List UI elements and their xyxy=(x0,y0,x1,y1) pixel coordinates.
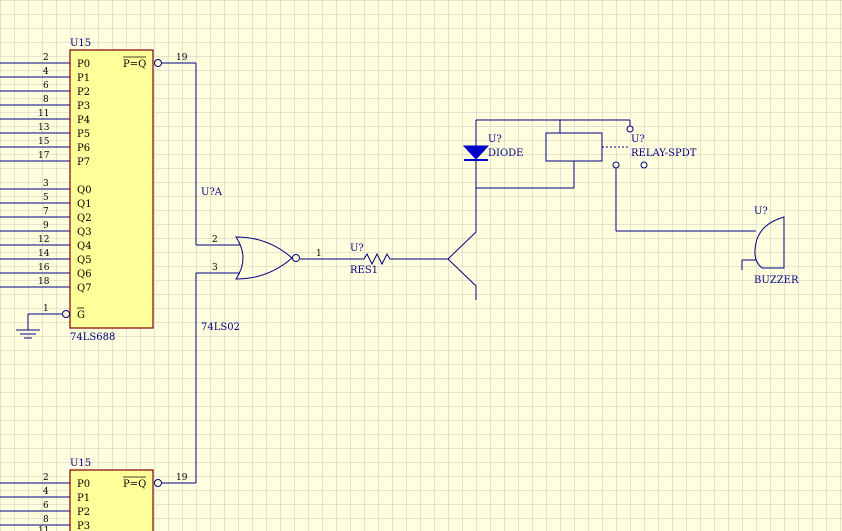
relay-part: RELAY-SPDT xyxy=(631,148,697,159)
comparator-top-ref: U15 xyxy=(70,38,91,49)
pin-name-q3: Q3 xyxy=(77,227,92,238)
resistor-ref: U? xyxy=(350,243,364,254)
nor-gate-74ls02[interactable]: U?A 74LS02 2 3 1 xyxy=(196,187,350,333)
comparator-bottom-output-pin: P=Q 19 xyxy=(123,473,188,490)
g-inversion-bubble xyxy=(62,310,70,318)
pin-num-p7: 17 xyxy=(38,151,50,161)
pin-num-q5: 14 xyxy=(38,249,50,259)
bottom-p-eq-q-inversion-bubble xyxy=(154,479,162,487)
pin-num-q6: 16 xyxy=(38,263,50,273)
bottom-pin-num-19: 19 xyxy=(176,473,188,483)
pin-name-p6: P6 xyxy=(77,143,90,154)
nor-gate-part: 74LS02 xyxy=(201,322,240,333)
comparator-top-body[interactable] xyxy=(69,49,154,329)
p-eq-q-inversion-bubble xyxy=(154,59,162,67)
pin-name-q5: Q5 xyxy=(77,255,92,266)
diode-triangle-icon xyxy=(462,145,490,160)
diode[interactable]: U? DIODE xyxy=(462,120,523,188)
nor-gate-output-bubble xyxy=(292,254,300,262)
bottom-pin-name-p2: P2 xyxy=(77,507,90,518)
relay-spdt[interactable]: U? RELAY-SPDT xyxy=(476,119,756,232)
pin-name-p0: P0 xyxy=(77,59,90,70)
buzzer-ref: U? xyxy=(754,206,768,217)
relay-ref: U? xyxy=(631,134,645,145)
comparator-top-p-pins: 2 4 6 8 11 13 15 17 P0 P1 P2 P3 P4 P5 P6… xyxy=(0,53,90,168)
comparator-top-part: 74LS688 xyxy=(70,332,115,343)
relay-contact-com xyxy=(626,125,634,133)
nor-gate-ref: U?A xyxy=(201,187,223,198)
pin-num-p6: 15 xyxy=(38,137,50,147)
buzzer-part: BUZZER xyxy=(754,275,799,286)
pin-name-p3: P3 xyxy=(77,101,90,112)
bottom-pin-name-p-eq-q: P=Q xyxy=(123,479,146,490)
pin-name-q0: Q0 xyxy=(77,185,92,196)
pin-name-p7: P7 xyxy=(77,157,90,168)
bottom-pin-num-p0: 2 xyxy=(43,473,49,483)
pin-name-p5: P5 xyxy=(77,129,90,140)
pin-name-q7: Q7 xyxy=(77,283,92,294)
pin-num-q2: 7 xyxy=(43,207,49,217)
resistor-part: RES1 xyxy=(350,265,378,276)
comparator-top-74ls688[interactable]: U15 74LS688 2 4 6 8 11 13 15 17 P0 P1 P2… xyxy=(0,38,196,343)
buzzer-body[interactable] xyxy=(754,216,785,269)
relay-contact-nc xyxy=(640,161,648,169)
bottom-pin-name-p3: P3 xyxy=(77,521,90,531)
pin-num-q0: 3 xyxy=(43,179,49,189)
bottom-pin-num-p1: 4 xyxy=(43,487,49,497)
pin-num-p1: 4 xyxy=(43,67,49,77)
nor-pin-3: 3 xyxy=(212,263,218,273)
pin-num-19-top: 19 xyxy=(176,53,188,63)
comparator-bottom-body[interactable] xyxy=(69,469,154,531)
pin-name-q2: Q2 xyxy=(77,213,92,224)
resistor-zigzag[interactable] xyxy=(350,252,448,266)
pin-num-q1: 5 xyxy=(43,193,49,203)
nor-pin-2: 2 xyxy=(212,235,218,245)
pin-num-g: 1 xyxy=(43,304,49,314)
pin-num-p2: 6 xyxy=(43,81,49,91)
pin-num-p3: 8 xyxy=(43,95,49,105)
comparator-top-g-pin: 1 G xyxy=(16,304,85,339)
pin-name-p1: P1 xyxy=(77,73,90,84)
comparator-top-output-pin: P=Q 19 xyxy=(123,53,196,70)
comparator-to-gate-wires xyxy=(162,63,197,484)
comparator-top-q-pins: 3 5 7 9 12 14 16 18 Q0 Q1 Q2 Q3 Q4 Q5 Q6… xyxy=(0,179,92,294)
pin-num-p4: 11 xyxy=(38,109,49,119)
buzzer[interactable]: U? BUZZER xyxy=(741,206,799,286)
pin-name-p2: P2 xyxy=(77,87,90,98)
pin-name-p4: P4 xyxy=(77,115,90,126)
resistor-res1[interactable]: U? RES1 xyxy=(350,243,448,276)
bottom-pin-name-p1: P1 xyxy=(77,493,90,504)
nor-gate-body[interactable] xyxy=(235,236,293,280)
pin-num-p5: 13 xyxy=(38,123,50,133)
pin-name-q6: Q6 xyxy=(77,269,92,280)
pin-name-q4: Q4 xyxy=(77,241,92,252)
pin-name-q1: Q1 xyxy=(77,199,92,210)
bottom-pin-num-p2: 6 xyxy=(43,501,49,511)
pin-name-g: G xyxy=(77,310,85,321)
bottom-pin-num-p4: 11 xyxy=(38,526,49,531)
relay-contact-no xyxy=(612,161,620,169)
comparator-bottom-74ls688[interactable]: U15 2 4 6 8 11 P0 P1 P2 P3 P4 P=Q 19 xyxy=(0,458,188,531)
pin-num-q3: 9 xyxy=(43,221,49,231)
ground-symbol-icon xyxy=(16,329,40,339)
pin-num-q7: 18 xyxy=(38,277,50,287)
diode-ref: U? xyxy=(488,134,502,145)
transistor[interactable] xyxy=(447,188,477,300)
comparator-bottom-ref: U15 xyxy=(70,458,91,469)
bottom-pin-name-p0: P0 xyxy=(77,479,90,490)
pin-num-q4: 12 xyxy=(38,235,49,245)
bottom-pin-num-p3: 8 xyxy=(43,515,49,525)
diode-part: DIODE xyxy=(488,148,523,159)
pin-num-p0: 2 xyxy=(43,53,49,63)
comparator-bottom-p-pins: 2 4 6 8 11 P0 P1 P2 P3 P4 xyxy=(0,473,90,531)
nor-pin-1: 1 xyxy=(316,249,322,259)
pin-name-p-eq-q: P=Q xyxy=(123,59,146,70)
